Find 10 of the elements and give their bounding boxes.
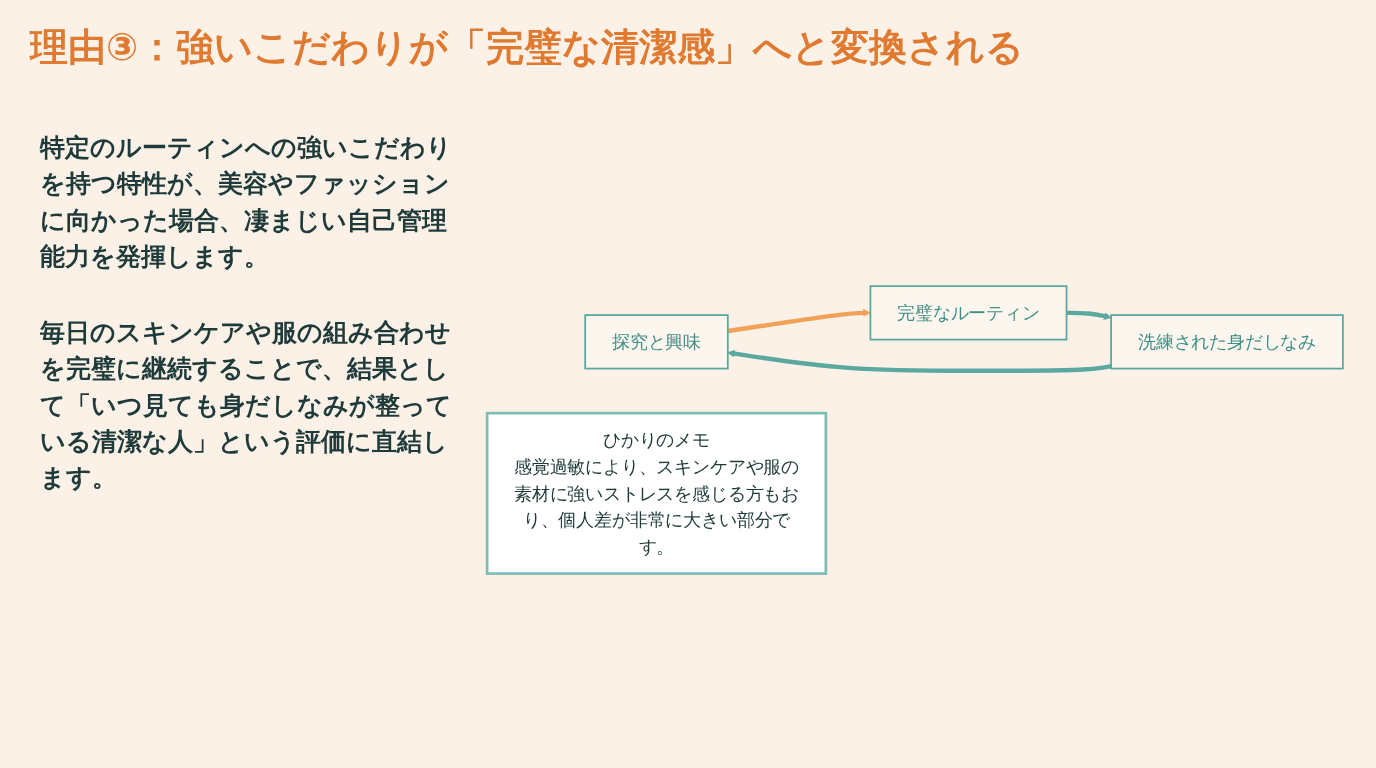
arrow	[727, 349, 1112, 374]
title: 理由③：強いこだわりが「完璧な清潔感」へと変換される	[30, 24, 1025, 71]
node-box: 探究と興味	[584, 314, 729, 370]
node-box: 完璧なルーティン	[869, 285, 1068, 341]
body-paragraph: 毎日のスキンケアや服の組み合わせを完璧に継続することで、結果として「いつ見ても身だしなみが整っている清潔な人」という評価に直結します。	[40, 317, 453, 494]
arrow	[727, 309, 871, 334]
body-paragraph: 特定のルーティンへの強いこだわりを持つ特性が、美容やファッションに向かった場合、凄まじい自己管理能力を発揮します。	[40, 132, 453, 273]
arrow	[1066, 310, 1112, 321]
node-box: ひかりのメモ 感覚過敏により、スキンケアや服の素材に強いストレスを感じる方もおり、個人差が非常に大きい部分です。	[485, 411, 828, 576]
node-box: 洗練された身だしなみ	[1110, 314, 1344, 370]
